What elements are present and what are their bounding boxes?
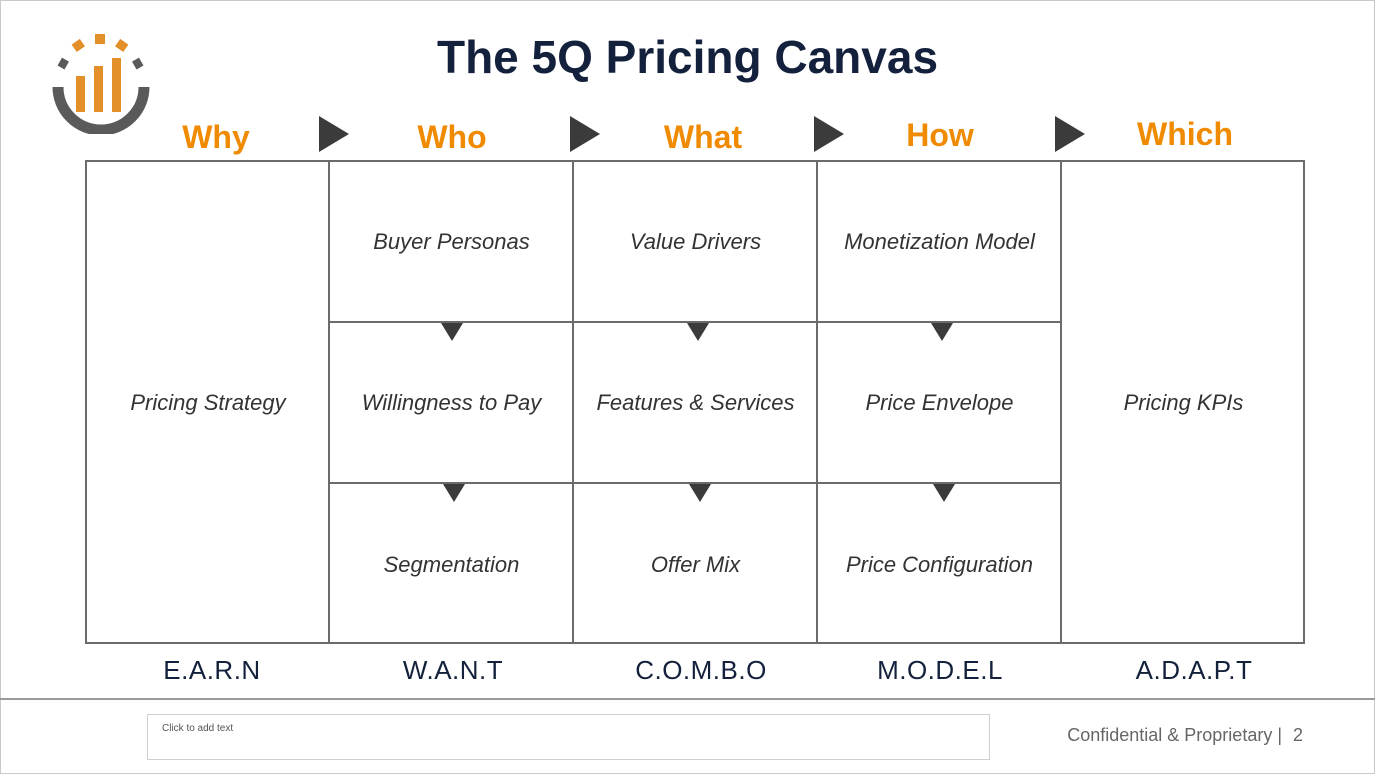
acronym-combo: C.O.M.B.O: [635, 655, 767, 685]
cell-pricing-kpis: Pricing KPIs: [1123, 390, 1244, 415]
arrow-right-icon: [1055, 116, 1085, 152]
acronym-earn: E.A.R.N: [163, 655, 261, 685]
logo-icon: [52, 34, 150, 134]
question-what: What: [663, 119, 743, 155]
arrow-right-icon: [814, 116, 844, 152]
arrow-down-icon: [689, 484, 711, 502]
question-who: Who: [417, 119, 487, 155]
question-how: How: [906, 117, 974, 153]
acronym-adapt: A.D.A.P.T: [1135, 655, 1253, 685]
column-divider: [572, 160, 574, 644]
cell-offer-mix: Offer Mix: [650, 552, 741, 577]
cell-value-drivers: Value Drivers: [629, 229, 762, 254]
cell-buyer-personas: Buyer Personas: [373, 229, 530, 254]
acronym-want: W.A.N.T: [402, 655, 504, 685]
notes-placeholder: Click to add text: [162, 723, 234, 734]
footer-divider: [0, 698, 1375, 700]
cell-pricing-strategy: Pricing Strategy: [130, 390, 286, 415]
column-divider: [1060, 160, 1062, 644]
confidential-label: Confidential & Proprietary |: [1067, 725, 1282, 745]
arrow-down-icon: [441, 323, 463, 341]
cell-segmentation: Segmentation: [383, 552, 520, 577]
row-divider: [329, 321, 1062, 323]
column-divider: [816, 160, 818, 644]
column-divider: [328, 160, 330, 644]
acronym-model: M.O.D.E.L: [877, 655, 1003, 685]
arrow-down-icon: [443, 484, 465, 502]
cell-price-configuration: Price Configuration: [845, 552, 1034, 577]
cell-willingness-to-pay: Willingness to Pay: [361, 390, 542, 415]
arrow-right-icon: [319, 116, 349, 152]
cell-features-services: Features & Services: [596, 390, 795, 415]
cell-monetization-model: Monetization Model: [844, 229, 1035, 254]
page-title: The 5Q Pricing Canvas: [436, 31, 939, 83]
cell-price-envelope: Price Envelope: [865, 390, 1014, 415]
arrow-right-icon: [570, 116, 600, 152]
arrow-down-icon: [687, 323, 709, 341]
arrow-down-icon: [933, 484, 955, 502]
question-which: Which: [1137, 116, 1233, 152]
arrow-down-icon: [931, 323, 953, 341]
canvas-grid: [85, 160, 1305, 644]
notes-text-box[interactable]: Click to add text: [147, 714, 990, 760]
page-number: 2: [1293, 725, 1304, 745]
row-divider: [329, 482, 1062, 484]
question-why: Why: [182, 119, 250, 155]
